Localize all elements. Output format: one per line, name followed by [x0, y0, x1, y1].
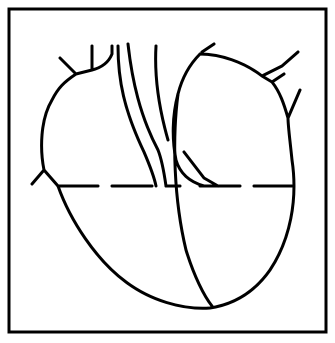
interventricular-septum	[175, 94, 212, 306]
great-vessel-strand-1	[118, 46, 156, 186]
great-vessel-strand-3	[156, 46, 168, 140]
upper-right-cleft	[184, 152, 218, 186]
outer-frame	[9, 9, 326, 332]
left-upper-chamber-outline	[32, 46, 112, 184]
left-atrial-lower-edge	[44, 170, 58, 186]
